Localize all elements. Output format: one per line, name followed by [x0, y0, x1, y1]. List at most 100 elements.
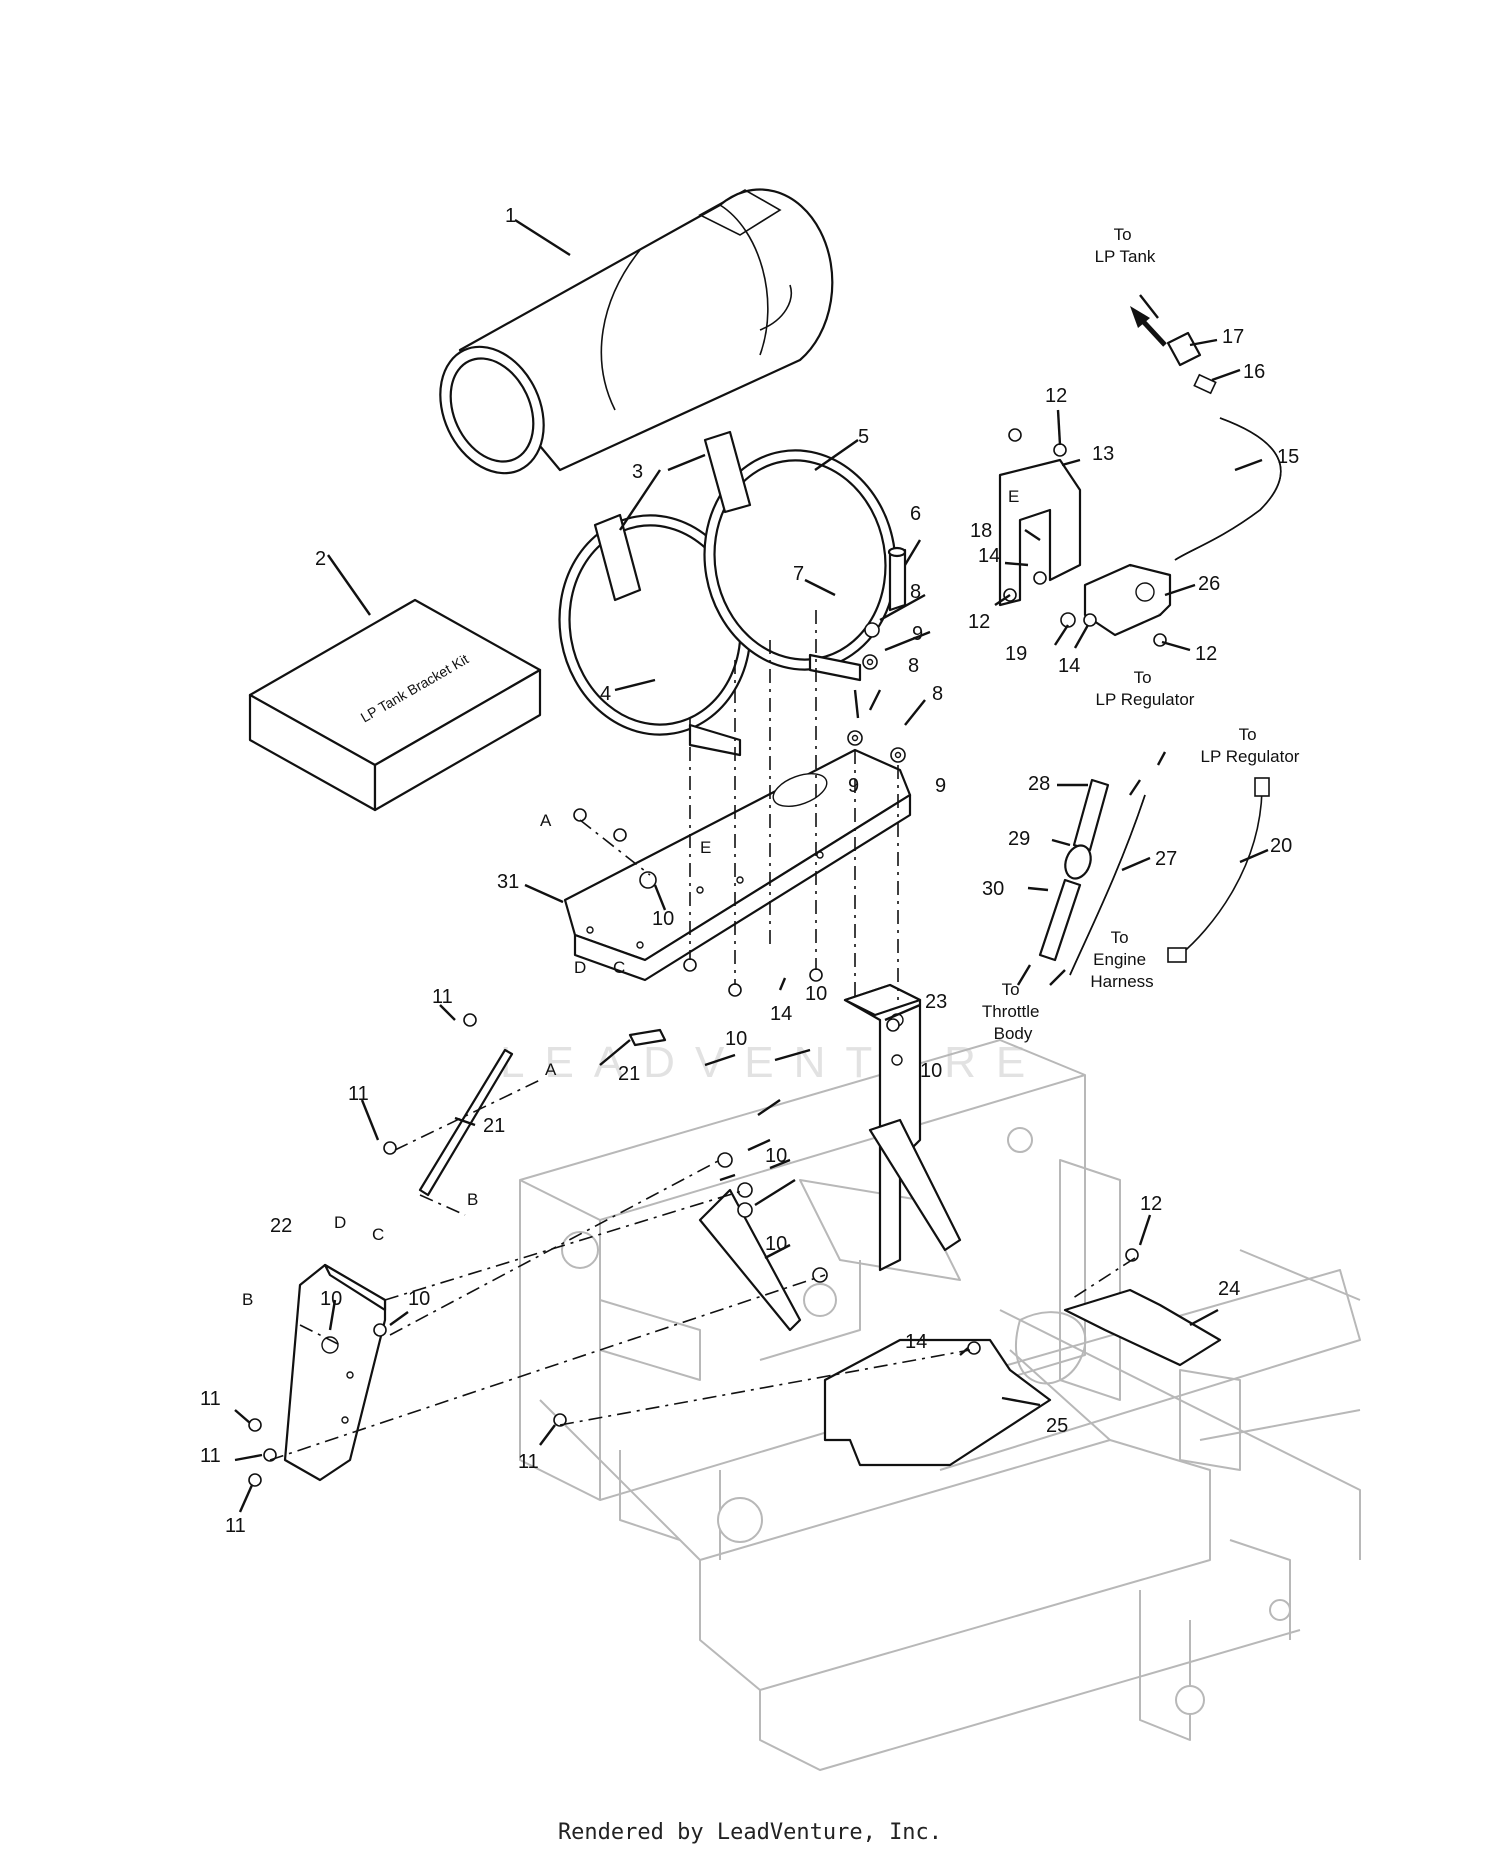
callout-11d: 11 [200, 1445, 221, 1467]
callout-6: 6 [910, 503, 921, 525]
callout-10e: 10 [765, 1145, 787, 1167]
callout-8b: 8 [908, 655, 919, 677]
note-to-lp-regulator-1: To LP Regulator [1096, 668, 1195, 709]
letter-a-2: A [545, 1060, 557, 1079]
callout-3: 3 [632, 461, 643, 483]
note-to-lp-regulator-2: To LP Regulator [1201, 725, 1300, 766]
lp-tank-bracket-kit-box: LP Tank Bracket Kit [248, 598, 542, 812]
callout-11e: 11 [225, 1515, 246, 1537]
callout-2: 2 [315, 548, 326, 570]
callout-10d: 10 [920, 1060, 942, 1082]
callout-8a: 8 [910, 581, 921, 603]
mounting-plate-31 [563, 748, 912, 982]
note-to-throttle-body: To Throttle Body [982, 980, 1044, 1043]
fuel-hose-27 [1069, 794, 1146, 976]
callout-10h: 10 [408, 1288, 430, 1310]
watermark: LEADVENTURE [500, 1038, 1045, 1087]
callout-1: 1 [505, 205, 516, 227]
hardware [248, 428, 1167, 1487]
callout-20: 20 [1270, 835, 1292, 857]
hose-30 [1038, 878, 1082, 962]
callout-31: 31 [497, 871, 519, 893]
filter-29 [1064, 844, 1092, 880]
cover-plate-24 [1063, 1288, 1222, 1367]
callout-10c: 10 [725, 1028, 747, 1050]
callout-11f: 11 [518, 1451, 539, 1473]
letter-d-2: D [334, 1213, 346, 1232]
callout-14c: 14 [770, 1003, 792, 1025]
callout-12d: 12 [1140, 1193, 1162, 1215]
stud-6 [887, 546, 907, 612]
letter-d-1: D [574, 958, 586, 977]
callout-4: 4 [600, 683, 611, 705]
callout-25: 25 [1046, 1415, 1068, 1437]
callout-14d: 14 [905, 1331, 927, 1353]
reference-letters: A A B B C C D D E E [242, 487, 1019, 1309]
callout-8c: 8 [932, 683, 943, 705]
callout-15: 15 [1277, 446, 1299, 468]
lp-supply-hose-15 [1174, 417, 1282, 561]
callout-11b: 11 [348, 1083, 369, 1105]
callout-14a: 14 [978, 545, 1000, 567]
letter-e-2: E [1008, 487, 1019, 506]
callout-14b: 14 [1058, 655, 1080, 677]
callout-9b: 9 [848, 775, 859, 797]
callout-22: 22 [270, 1215, 292, 1237]
callout-28: 28 [1028, 773, 1050, 795]
callout-18: 18 [970, 520, 992, 542]
lp-regulator-26 [1083, 563, 1172, 637]
callout-numbers: 1 2 3 4 5 6 7 8 8 8 9 9 9 10 10 10 10 10… [200, 205, 1299, 1537]
callout-24: 24 [1218, 1278, 1240, 1300]
callout-12a: 12 [1045, 385, 1067, 407]
callout-7: 7 [793, 563, 804, 585]
letter-b-1: B [467, 1190, 478, 1209]
callout-10f: 10 [765, 1233, 787, 1255]
callout-26: 26 [1198, 573, 1220, 595]
letter-c-2: C [372, 1225, 384, 1244]
lp-tank [439, 188, 834, 475]
side-bracket-22 [283, 1263, 387, 1482]
callout-10g: 10 [320, 1288, 342, 1310]
routing-notes: To LP Tank To LP Regulator To LP Regulat… [982, 225, 1300, 1043]
callout-9a: 9 [912, 623, 923, 645]
quick-connect-17 [1166, 331, 1202, 367]
cover-plate-25 [823, 1338, 1052, 1467]
footer-credit: Rendered by LeadVenture, Inc. [557, 1820, 943, 1845]
callout-19: 19 [1005, 643, 1027, 665]
callout-10b: 10 [805, 983, 827, 1005]
letter-a-1: A [540, 811, 552, 830]
strap-latch-3 [593, 430, 752, 602]
note-to-engine-harness: To Engine Harness [1090, 928, 1153, 991]
callout-30: 30 [982, 878, 1004, 900]
callout-11c: 11 [200, 1388, 221, 1410]
regulator-bracket-13 [998, 458, 1082, 607]
callout-27: 27 [1155, 848, 1177, 870]
letter-c-1: C [613, 958, 625, 977]
fitting-16 [1193, 373, 1217, 395]
callout-9c: 9 [935, 775, 946, 797]
callout-17: 17 [1222, 326, 1244, 348]
mower-frame [519, 1039, 1361, 1771]
letter-b-2: B [242, 1290, 253, 1309]
hose-28 [1072, 778, 1110, 852]
callout-16: 16 [1243, 361, 1265, 383]
callout-21a: 21 [618, 1063, 640, 1085]
callout-29: 29 [1008, 828, 1030, 850]
callout-13: 13 [1092, 443, 1114, 465]
callout-21b: 21 [483, 1115, 505, 1137]
note-to-lp-tank: To LP Tank [1095, 225, 1156, 266]
callout-12b: 12 [968, 611, 990, 633]
to-lp-tank-arrow [1130, 306, 1167, 347]
callout-23: 23 [925, 991, 947, 1013]
callout-10a: 10 [652, 908, 674, 930]
callout-12c: 12 [1195, 643, 1217, 665]
callout-11a: 11 [432, 986, 453, 1008]
letter-e-1: E [700, 838, 711, 857]
tank-strap-5 [703, 449, 897, 682]
leader-arrows [234, 218, 1269, 1513]
callout-5: 5 [858, 426, 869, 448]
wire-harness-20 [1167, 777, 1270, 963]
alignment-lines [269, 610, 1136, 1461]
